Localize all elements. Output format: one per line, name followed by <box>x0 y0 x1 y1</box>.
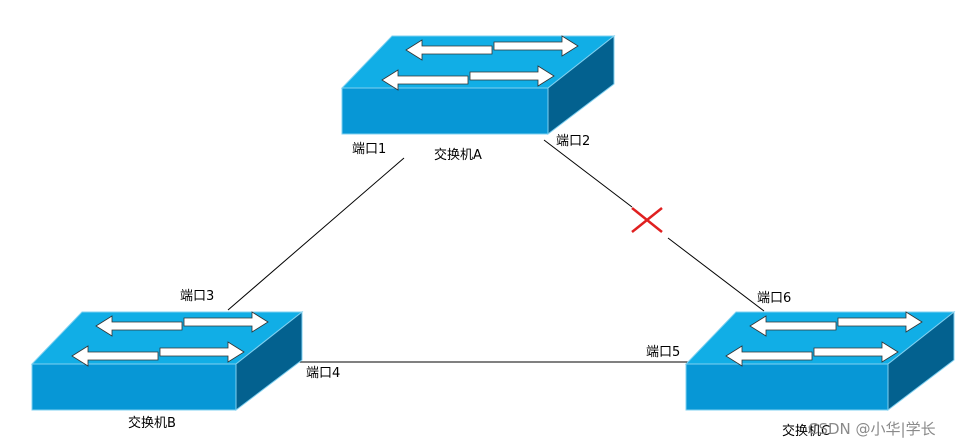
port-1-label: 端口1 <box>352 142 387 157</box>
switch-a-label: 交换机A <box>434 148 482 163</box>
port-6-label: 端口6 <box>757 291 792 306</box>
switch-a-icon <box>340 34 616 136</box>
watermark: CSDN @小华|学长 <box>808 420 936 438</box>
port-3-label: 端口3 <box>180 289 215 304</box>
port-2-label: 端口2 <box>556 134 591 149</box>
link-port2-port6-part2 <box>667 237 765 312</box>
port-5-label: 端口5 <box>646 345 681 360</box>
link-port1-port3 <box>227 157 405 311</box>
port-4-label: 端口4 <box>306 366 341 381</box>
switch-c-label: 交换机C <box>782 424 831 439</box>
switch-b-label: 交换机B <box>128 416 176 431</box>
switch-b-icon <box>30 310 304 412</box>
x-mark-icon <box>631 207 663 233</box>
switch-c-icon <box>684 310 956 412</box>
link-port2-port6-part1 <box>543 139 633 208</box>
